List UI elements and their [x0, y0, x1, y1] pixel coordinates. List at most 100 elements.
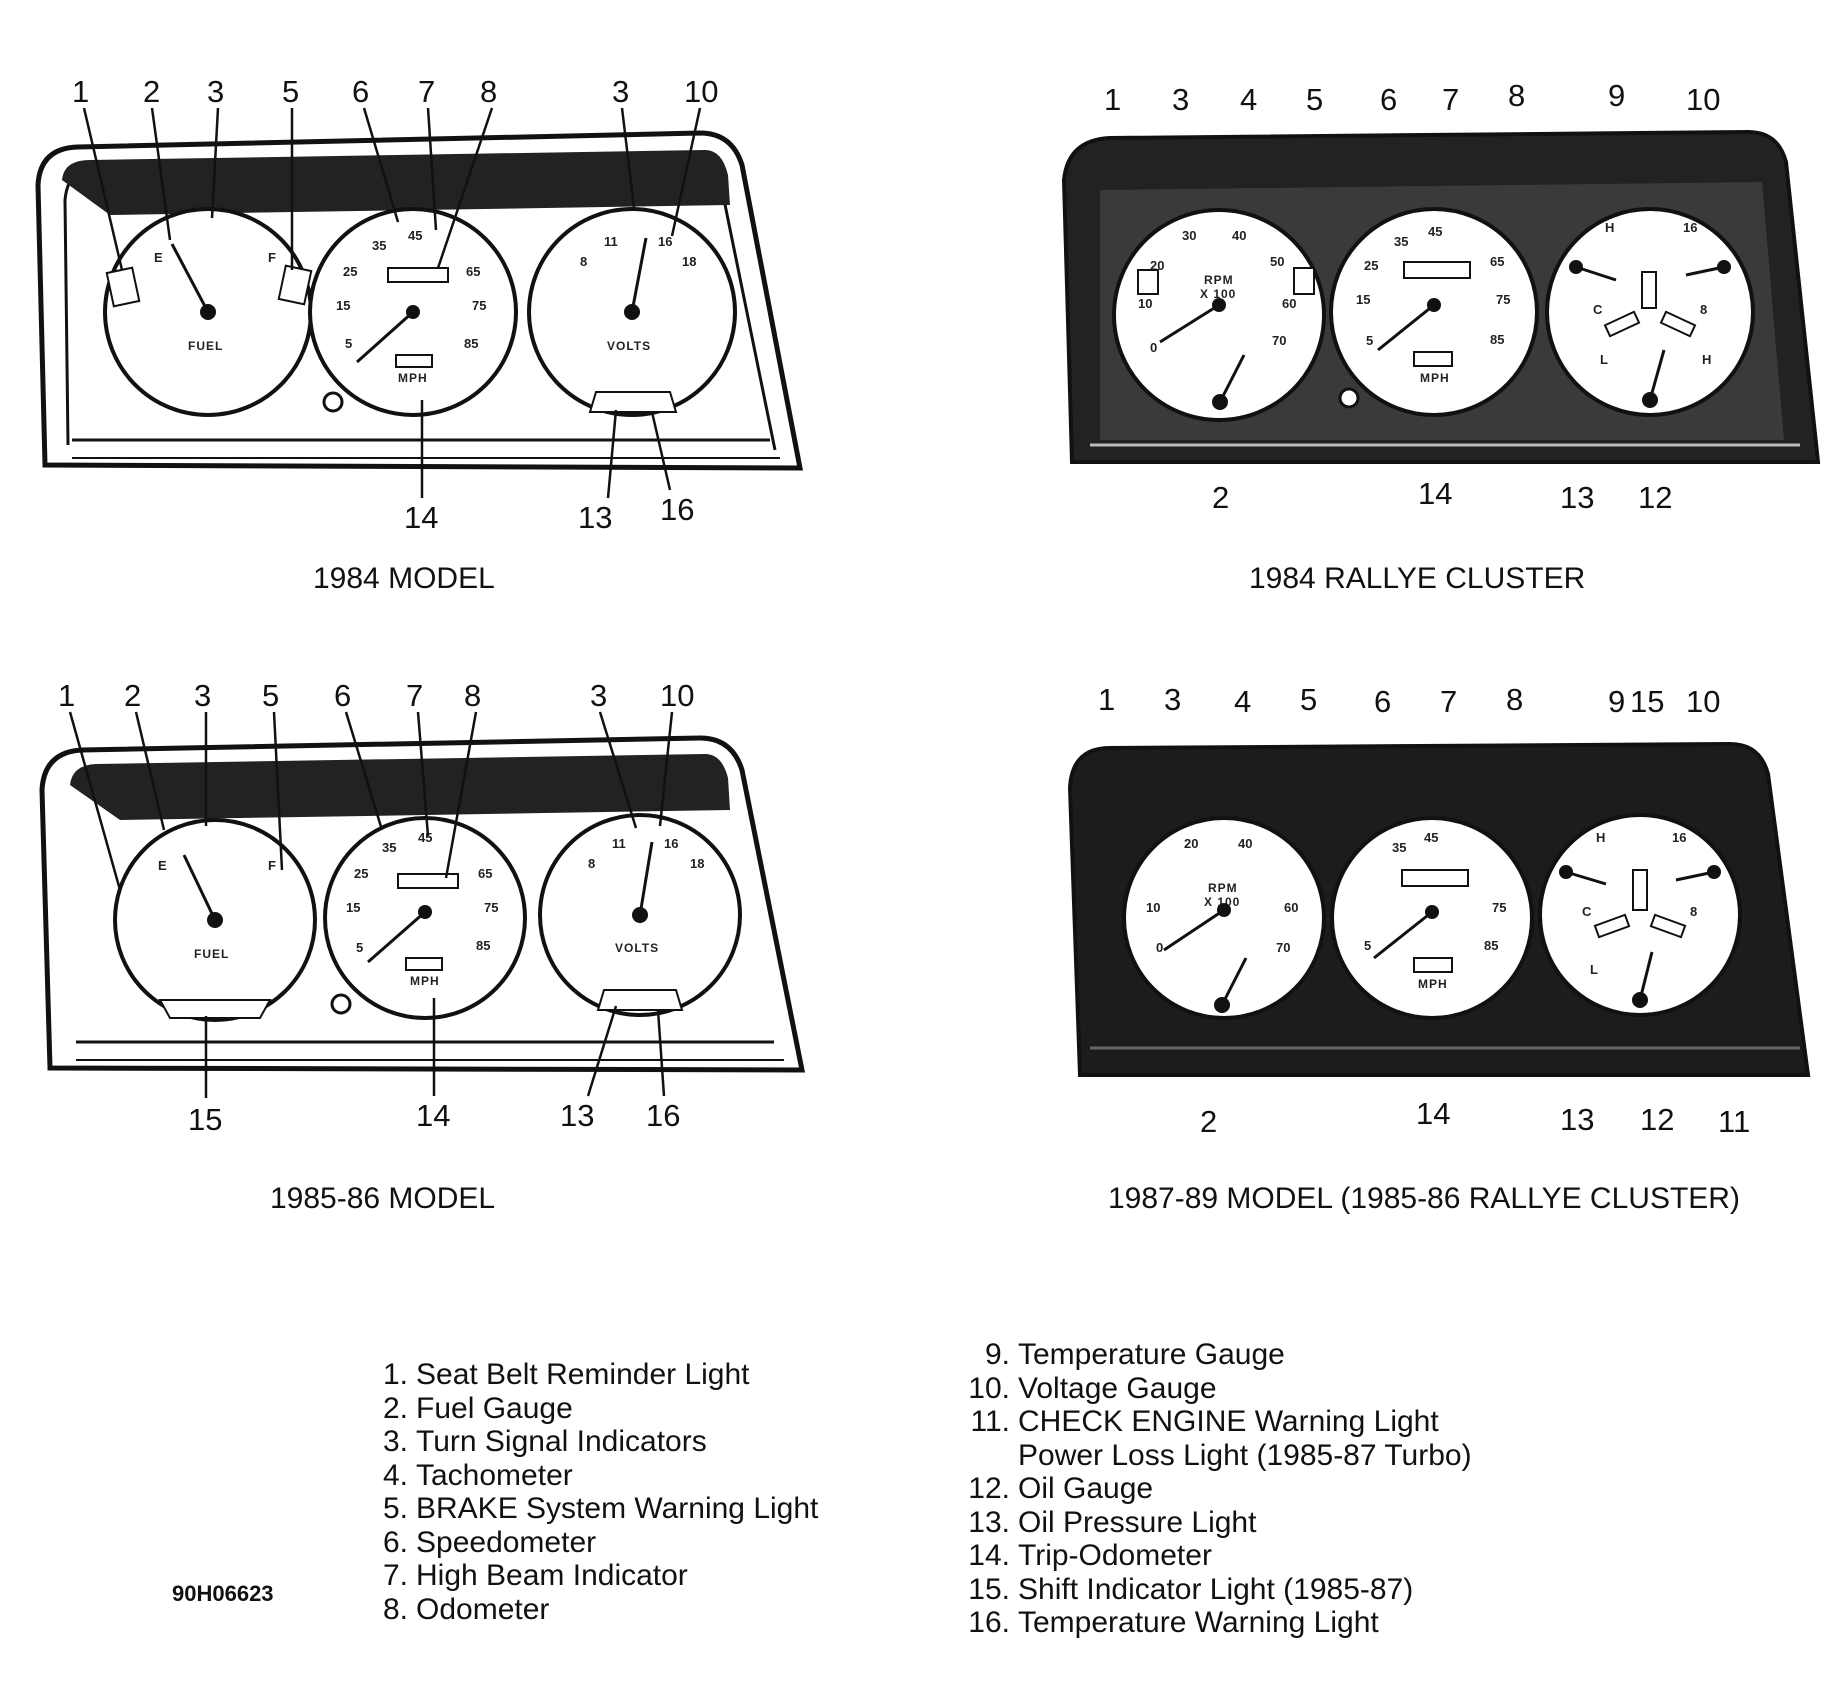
speedo-tick-45: 45 [418, 830, 432, 845]
tach-tick-10: 10 [1146, 900, 1160, 915]
callout-10: 10 [1686, 82, 1720, 117]
speedo-tick-85: 85 [476, 938, 490, 953]
callout-5: 5 [262, 678, 279, 713]
speedo-tick-5: 5 [1366, 333, 1373, 348]
speedo-tick-45: 45 [1424, 830, 1438, 845]
oil-low-mark: L [1600, 352, 1608, 367]
speedo-tick-5: 5 [356, 940, 363, 955]
legend-text: Trip-Odometer [1018, 1539, 1212, 1572]
speedo-tick-75: 75 [472, 298, 486, 313]
speedo-tick-35: 35 [1394, 234, 1408, 249]
legend-num: 10. [968, 1371, 1010, 1405]
caption-1987-89-model: 1987-89 MODEL (1985-86 RALLYE CLUSTER) [1108, 1182, 1740, 1215]
fuel-gauge: E F FUEL [113, 818, 317, 1022]
legend-num [960, 1439, 1010, 1473]
odometer-window [397, 873, 459, 889]
speedo-tick-85: 85 [464, 336, 478, 351]
callout-3: 3 [207, 74, 224, 109]
trip-odometer-window [405, 957, 443, 971]
figure-id: 90H06623 [172, 1581, 274, 1606]
callout-12: 12 [1638, 480, 1672, 515]
tach-x100-label: X 100 [1204, 895, 1240, 909]
caption-1984-rallye: 1984 RALLYE CLUSTER [1249, 562, 1585, 595]
tach-tick-50: 50 [1270, 254, 1284, 269]
speedo-tick-5: 5 [1364, 938, 1371, 953]
legend-item: 12.Oil Gauge [960, 1472, 1472, 1506]
oil-low-mark: L [1590, 962, 1598, 977]
speedo-tick-65: 65 [478, 866, 492, 881]
callout-4: 4 [1234, 684, 1251, 719]
caption-1985-86-model: 1985-86 MODEL [270, 1182, 495, 1215]
tach-tick-10: 10 [1138, 296, 1152, 311]
cluster-bezel [35, 130, 804, 471]
legend-num: 11. [970, 1405, 1010, 1438]
callout-leaders-top [82, 107, 702, 271]
fuel-gauge-label: FUEL [194, 947, 229, 961]
odometer-window [387, 267, 449, 283]
callout-10: 10 [684, 74, 718, 109]
speedo-tick-15: 15 [346, 900, 360, 915]
tach-tick-60: 60 [1282, 296, 1296, 311]
callout-6: 6 [352, 74, 369, 109]
legend-item: 14.Trip-Odometer [960, 1539, 1472, 1573]
tach-rpm-label: RPM [1204, 273, 1234, 287]
tach-tick-40: 40 [1232, 228, 1246, 243]
fuel-empty-mark: E [158, 858, 167, 873]
speedo-label: MPH [1418, 977, 1448, 991]
callout-4: 4 [1240, 82, 1257, 117]
callout-3: 3 [1172, 82, 1189, 117]
speedo-tick-35: 35 [372, 238, 386, 253]
callout-9: 9 [1608, 78, 1625, 113]
callout-16: 16 [660, 492, 694, 527]
tachometer: 0 10 20 30 40 50 60 70 RPM X 100 [1112, 208, 1326, 422]
speedo-tick-85: 85 [1484, 938, 1498, 953]
legend-text: Fuel Gauge [416, 1391, 573, 1425]
callout-leaders-top [68, 711, 674, 891]
callouts-bottom: 2 14 13 12 11 [1200, 1096, 1750, 1139]
speedo-tick-45: 45 [408, 228, 422, 243]
callout-8: 8 [1506, 682, 1523, 717]
callout-13: 13 [1560, 480, 1594, 515]
legend-item: 8.Odometer [362, 1593, 818, 1627]
speedo-label: MPH [398, 371, 428, 385]
callouts-top: 1 3 4 5 6 7 8 9 10 [1104, 78, 1720, 117]
callout-13: 13 [1560, 1102, 1594, 1137]
legend-item: 15.Shift Indicator Light (1985-87) [960, 1573, 1472, 1607]
legend-item: 10.Voltage Gauge [960, 1372, 1472, 1406]
legend-text: Voltage Gauge [1018, 1371, 1217, 1405]
callout-6: 6 [1380, 82, 1397, 117]
callout-7: 7 [1442, 82, 1459, 117]
legend-item: 1.Seat Belt Reminder Light [362, 1358, 818, 1392]
legend-num: 12. [968, 1472, 1010, 1505]
legend-item: 2.Fuel Gauge [362, 1392, 818, 1426]
callout-6: 6 [1374, 684, 1391, 719]
volt-gauge-label: VOLTS [615, 941, 659, 955]
tach-tick-0: 0 [1156, 940, 1163, 955]
legend-item: 7.High Beam Indicator [362, 1559, 818, 1593]
legend-num: 7. [382, 1559, 408, 1592]
temp-hot-mark: H [1605, 220, 1614, 235]
panel-1985-86-model: E F FUEL 5 15 25 35 45 65 75 85 MPH 8 [39, 678, 806, 1215]
speedo-tick-65: 65 [1490, 254, 1504, 269]
tach-tick-40: 40 [1238, 836, 1252, 851]
legend-num: 6. [382, 1525, 408, 1559]
callouts-bottom: 15 14 13 16 [188, 998, 680, 1137]
callout-leaders-bottom [204, 998, 666, 1098]
speedo-tick-15: 15 [1356, 292, 1370, 307]
callout-3: 3 [194, 678, 211, 713]
trip-odometer-window [1413, 351, 1453, 367]
fuel-empty-mark: E [154, 250, 163, 265]
callouts-top: 1 2 3 5 6 7 8 3 10 [58, 678, 694, 891]
tach-tick-30: 30 [1182, 228, 1196, 243]
volt-tick-8: 8 [580, 254, 587, 269]
cluster-visor [70, 754, 730, 820]
callout-10: 10 [660, 678, 694, 713]
legend-text: Oil Pressure Light [1018, 1505, 1257, 1539]
legend-text: Odometer [416, 1592, 550, 1626]
speedo-tick-25: 25 [354, 866, 368, 881]
speedo-tick-75: 75 [1496, 292, 1510, 307]
odometer-window [1401, 869, 1469, 887]
legend-text: Power Loss Light (1985-87 Turbo) [1018, 1438, 1472, 1472]
temp-cold-mark: C [1582, 904, 1592, 919]
